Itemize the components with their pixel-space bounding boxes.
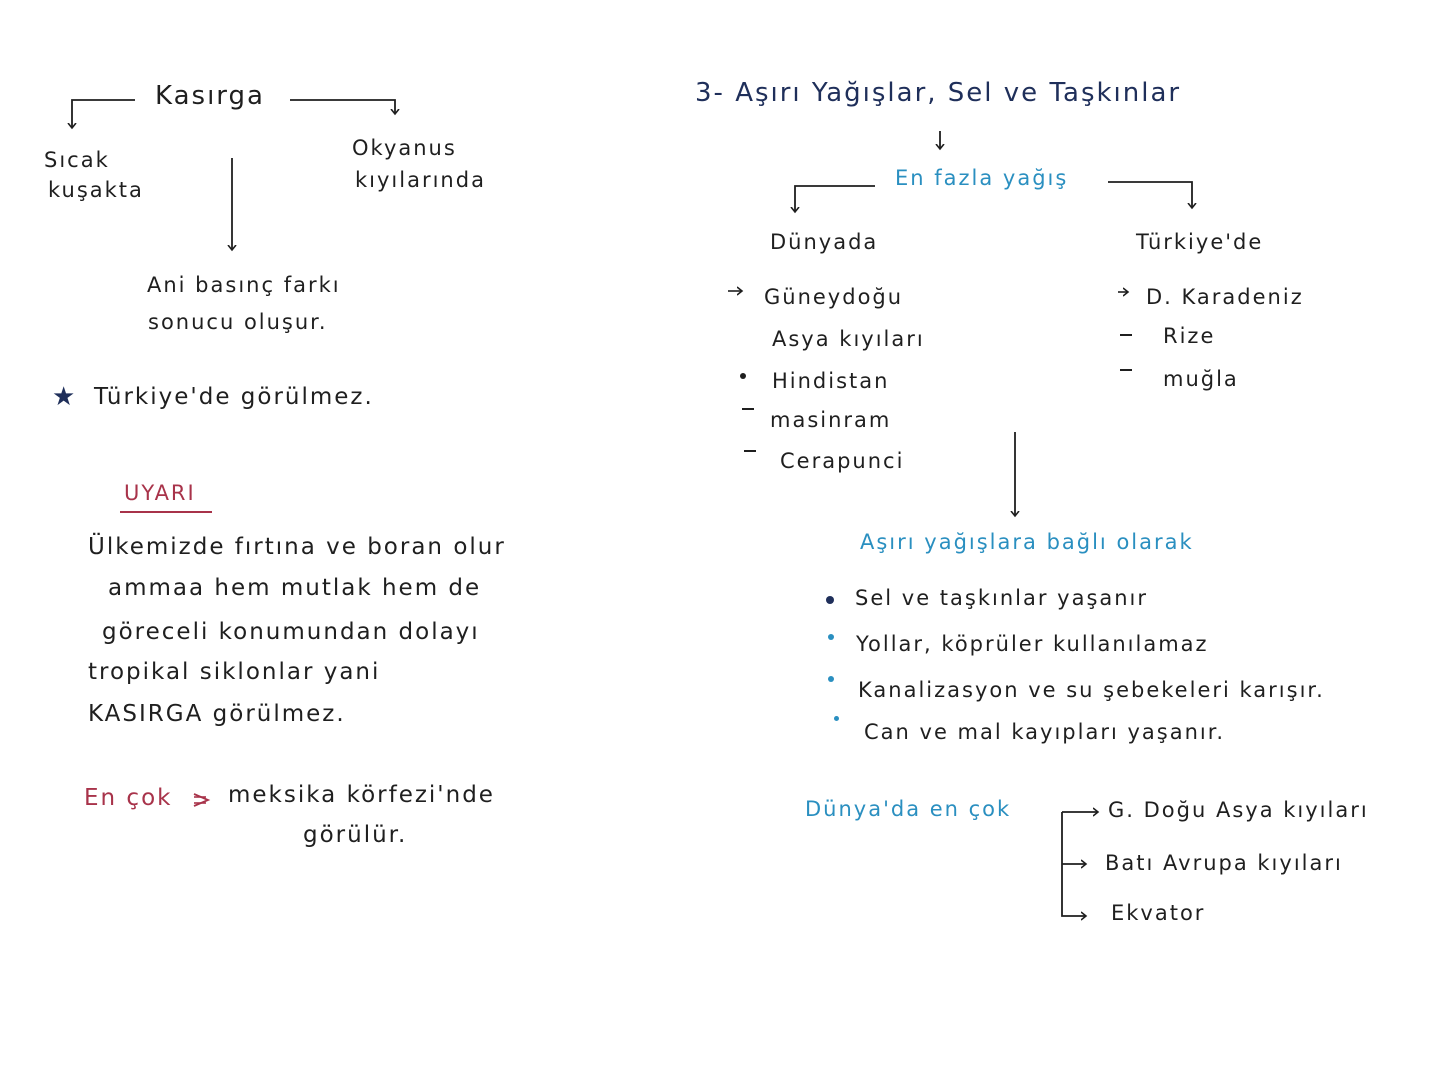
uyari-label: UYARI: [124, 481, 196, 505]
star-icon: ★: [52, 382, 78, 412]
section-title: 3- Aşırı Yağışlar, Sel ve Taşkınlar: [695, 78, 1182, 108]
effect-bullet-3: [828, 676, 834, 682]
sicak-line1: Sıcak: [44, 148, 110, 172]
effect-item-4: Can ve mal kayıpları yaşanır.: [864, 720, 1226, 744]
para-line-4: tropikal siklonlar yani: [88, 659, 381, 685]
place-1: G. Doğu Asya kıyıları: [1108, 798, 1369, 822]
turkey-dash-1: [1120, 334, 1132, 336]
world-item-3: Hindistan: [772, 369, 890, 393]
effect-item-3: Kanalizasyon ve su şebekeleri karışır.: [858, 678, 1325, 702]
para-line-2: ammaa hem mutlak hem de: [108, 575, 482, 601]
encok-text-1: meksika körfezi'nde: [228, 782, 495, 808]
arrow-left-branch: [72, 99, 135, 128]
asiri-heading: Aşırı yağışlara bağlı olarak: [860, 530, 1194, 554]
dunyada-encok: Dünya'da en çok: [805, 797, 1012, 821]
world-item-5: Cerapunci: [780, 449, 905, 473]
world-bullet: [740, 373, 746, 379]
world-dash-2: [744, 450, 756, 452]
okyanus-line1: Okyanus: [352, 136, 457, 160]
effect-bullet-2: [828, 634, 834, 640]
world-item-4: masinram: [770, 408, 892, 432]
turkey-item-2: Rize: [1163, 324, 1216, 348]
arrow-places-bracket: [1061, 812, 1086, 916]
place-2: Batı Avrupa kıyıları: [1105, 851, 1343, 875]
world-item-2: Asya kıyıları: [772, 327, 925, 351]
star-statement: Türkiye'de görülmez.: [94, 384, 374, 410]
effect-bullet-1: [826, 596, 834, 604]
encok-label: En çok: [84, 785, 173, 811]
world-dash-1: [742, 408, 754, 410]
world-item-1: Güneydoğu: [764, 285, 904, 309]
effect-item-1: Sel ve taşkınlar yaşanır: [855, 586, 1149, 610]
arrow-turkiye-branch: [1108, 181, 1192, 208]
para-line-5: KASIRGA görülmez.: [88, 701, 346, 727]
encok-text-2: görülür.: [303, 822, 408, 848]
ani-line1: Ani basınç farkı: [147, 273, 341, 297]
effect-item-2: Yollar, köprüler kullanılamaz: [856, 632, 1209, 656]
arrow-dunyada-branch: [795, 185, 875, 212]
dunyada-heading: Dünyada: [770, 230, 879, 254]
turkey-item-1: D. Karadeniz: [1146, 285, 1304, 309]
turkiyede-heading: Türkiye'de: [1136, 230, 1264, 254]
sicak-line2: kuşakta: [48, 178, 144, 202]
para-line-3: göreceli konumundan dolayı: [102, 619, 480, 645]
kasirga-heading: Kasırga: [155, 81, 265, 111]
effect-bullet-4: [834, 716, 839, 721]
uyari-underline: [120, 511, 212, 513]
place-3: Ekvator: [1111, 901, 1206, 925]
arrow-encok-implies: [193, 793, 211, 807]
arrow-right-branch: [290, 99, 395, 114]
okyanus-line2: kıyılarında: [355, 168, 486, 192]
turkey-dash-2: [1120, 369, 1132, 371]
para-line-1: Ülkemizde fırtına ve boran olur: [88, 534, 506, 560]
turkey-item-3: muğla: [1163, 367, 1239, 391]
ani-line2: sonucu oluşur.: [148, 310, 328, 334]
enfazla-heading: En fazla yağış: [895, 166, 1069, 190]
